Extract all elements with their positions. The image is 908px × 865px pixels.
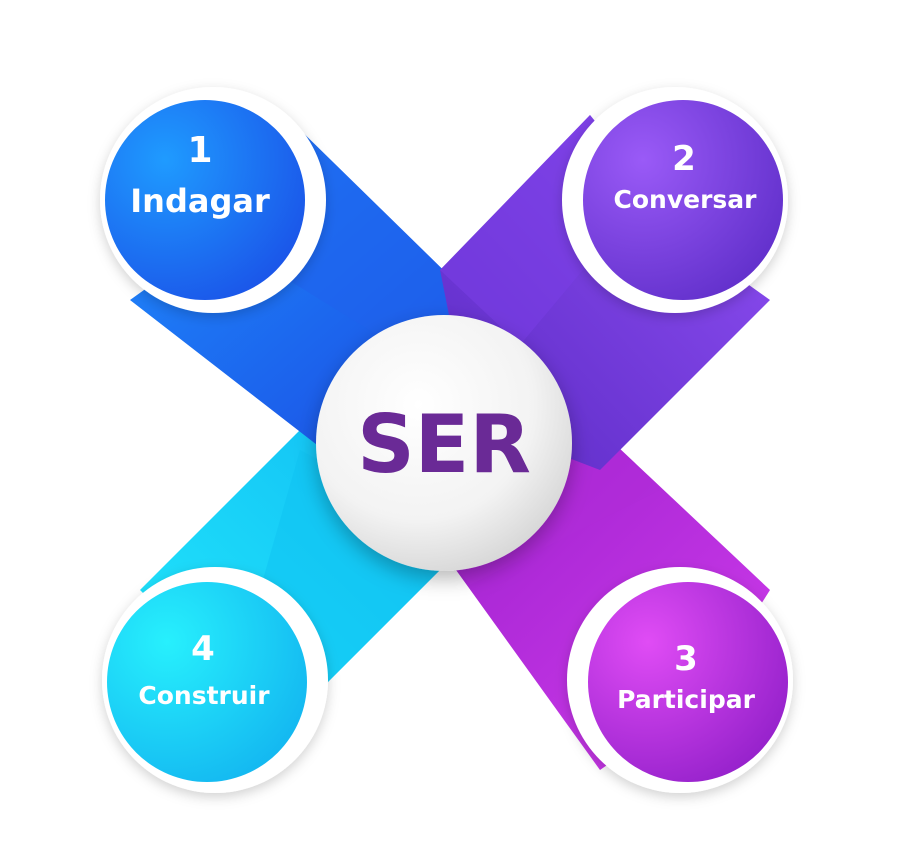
step-conversar: 2 Conversar (562, 87, 788, 313)
circle-indagar (105, 100, 305, 300)
circle-participar (588, 582, 788, 782)
step-number-3: 3 (674, 639, 698, 679)
center-sphere (316, 315, 572, 571)
circle-construir (107, 582, 307, 782)
step-indagar: 1 Indagar (100, 87, 326, 313)
step-label-participar: Participar (617, 685, 756, 714)
circle-conversar (583, 100, 783, 300)
step-number-1: 1 (187, 130, 212, 171)
step-number-4: 4 (191, 629, 215, 669)
center-node: SER (316, 315, 572, 571)
step-label-construir: Construir (138, 681, 270, 710)
step-label-indagar: Indagar (130, 182, 270, 220)
step-number-2: 2 (672, 139, 696, 179)
step-construir: 4 Construir (102, 567, 328, 793)
center-label: SER (357, 398, 531, 491)
step-participar: 3 Participar (567, 567, 793, 793)
step-label-conversar: Conversar (614, 185, 758, 214)
